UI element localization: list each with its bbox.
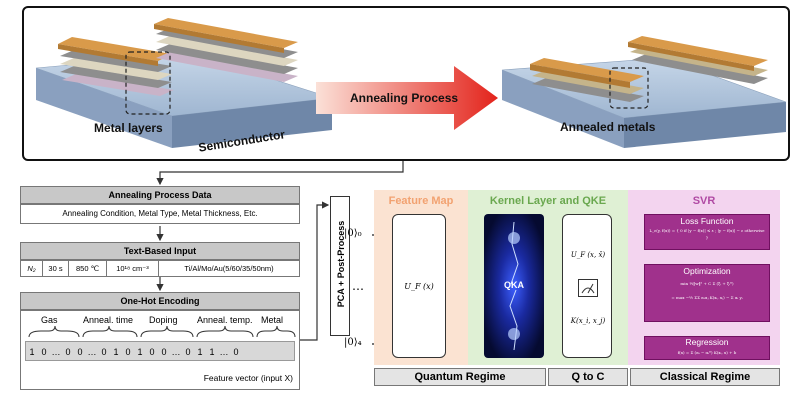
bit: 1 (113, 347, 119, 357)
device-illustration (35, 18, 787, 148)
qka-block: QKA (484, 214, 544, 358)
optimization-title: Optimization (683, 266, 731, 276)
optimization-eq1: min ½‖w‖² + C Σ (ξᵢ + ξᵢ*) (680, 281, 734, 286)
qka-label: QKA (504, 280, 524, 290)
loss-title: Loss Function (680, 216, 734, 226)
group-metal: Metal (261, 315, 284, 325)
bit: 1 (197, 347, 203, 357)
annealed-metals-label: Annealed metals (560, 120, 656, 134)
qke-gate: U_F (x, x̄) K(x_i, x_j) (562, 214, 612, 358)
metal-stack-left-2 (154, 18, 298, 82)
bit: 0 (161, 347, 167, 357)
bit: 1 (29, 347, 35, 357)
time-cell: 30 s (43, 261, 69, 276)
pca-box: PCA + Post-Process (330, 196, 350, 336)
classical-regime-label: Classical Regime (630, 368, 780, 386)
group-doping: Doping (149, 315, 178, 325)
annealed-stack-right-2 (628, 36, 768, 84)
gas-cell: N₂ (21, 261, 43, 276)
regression-box: Regression f(x) = Σ (αᵢ − αᵢ*) K(xᵢ, x) … (644, 336, 770, 360)
svr-title: SVR (692, 195, 716, 207)
bit: … (219, 347, 229, 357)
bit: 0 (233, 347, 239, 357)
qubit-4: |0⟩₄ (344, 337, 362, 348)
group-braces (28, 325, 296, 338)
bit: 1 (209, 347, 215, 357)
feature-map-gate: U_F (x) (392, 214, 446, 358)
metal-stack-left-1 (58, 37, 174, 96)
bit: … (171, 347, 181, 357)
bit: 0 (65, 347, 71, 357)
qka-glow (508, 221, 520, 351)
bit: 0 (101, 347, 107, 357)
kernel-output-label: K(x_i, x_j) (570, 317, 606, 325)
temp-cell: 850 ℃ (69, 261, 107, 276)
doping-cell: 10¹⁸ cm⁻³ (107, 261, 159, 276)
bit: 1 (137, 347, 143, 357)
regression-title: Regression (685, 337, 729, 347)
device-illustration-panel: Metal layers Semiconductor Annealing Pro… (22, 6, 790, 161)
onehot-panel: Gas Anneal. time Doping Anneal. temp. Me… (20, 310, 300, 390)
annealing-data-body: Annealing Condition, Metal Type, Metal T… (20, 204, 300, 224)
qubit-dots: ⋯ (352, 282, 364, 296)
annealed-metals-highlight (609, 67, 649, 109)
measure-icon (578, 279, 598, 297)
bit: 0 (149, 347, 155, 357)
feature-vector-label: Feature vector (input X) (203, 373, 293, 383)
group-gas: Gas (41, 315, 58, 325)
feature-map-title: Feature Map (388, 195, 454, 207)
text-input-row: N₂ 30 s 850 ℃ 10¹⁸ cm⁻³ Ti/Al/Mo/Au(5/60… (20, 260, 300, 277)
pca-label: PCA + Post-Process (336, 220, 346, 308)
ufx-label: U_F (x, x̄) (570, 251, 606, 259)
optimization-box: Optimization min ½‖w‖² + C Σ (ξᵢ + ξᵢ*) … (644, 264, 770, 322)
text-input-header: Text-Based Input (20, 242, 300, 260)
annealing-data-header: Annealing Process Data (20, 186, 300, 204)
q-to-c-label: Q to C (548, 368, 628, 386)
annealed-stack-right-1 (530, 58, 644, 102)
regression-equation: f(x) = Σ (αᵢ − αᵢ*) K(xᵢ, x) + b (677, 350, 737, 355)
loss-function-box: Loss Function L_ε(y, f(x)) = { 0 if |y −… (644, 214, 770, 250)
bit: 0 (185, 347, 191, 357)
onehot-header: One-Hot Encoding (20, 292, 300, 310)
metal-cell: Ti/Al/Mo/Au(5/60/35/50nm) (184, 264, 274, 273)
optimization-eq2: = max −½ ΣΣ αᵢαⱼ K(xᵢ, xⱼ) − Σ αᵢ yᵢ (671, 295, 743, 300)
annealing-process-label: Annealing Process (350, 91, 459, 105)
group-anneal-time: Anneal. time (83, 315, 134, 325)
metal-layers-label: Metal layers (94, 121, 163, 135)
annealing-arrow (316, 66, 498, 130)
bit: 0 (77, 347, 83, 357)
metal-layers-highlight (125, 51, 171, 115)
bit: … (87, 347, 97, 357)
kernel-title: Kernel Layer and QKE (489, 195, 607, 207)
group-anneal-temp: Anneal. temp. (197, 315, 253, 325)
qubit-0: |0⟩₀ (344, 228, 362, 239)
loss-equation: L_ε(y, f(x)) = { 0 if |y − f(x)| ≤ ε ; |… (649, 228, 765, 240)
bit: … (51, 347, 61, 357)
bit: 0 (125, 347, 131, 357)
bit: 0 (41, 347, 47, 357)
quantum-regime-label: Quantum Regime (374, 368, 546, 386)
